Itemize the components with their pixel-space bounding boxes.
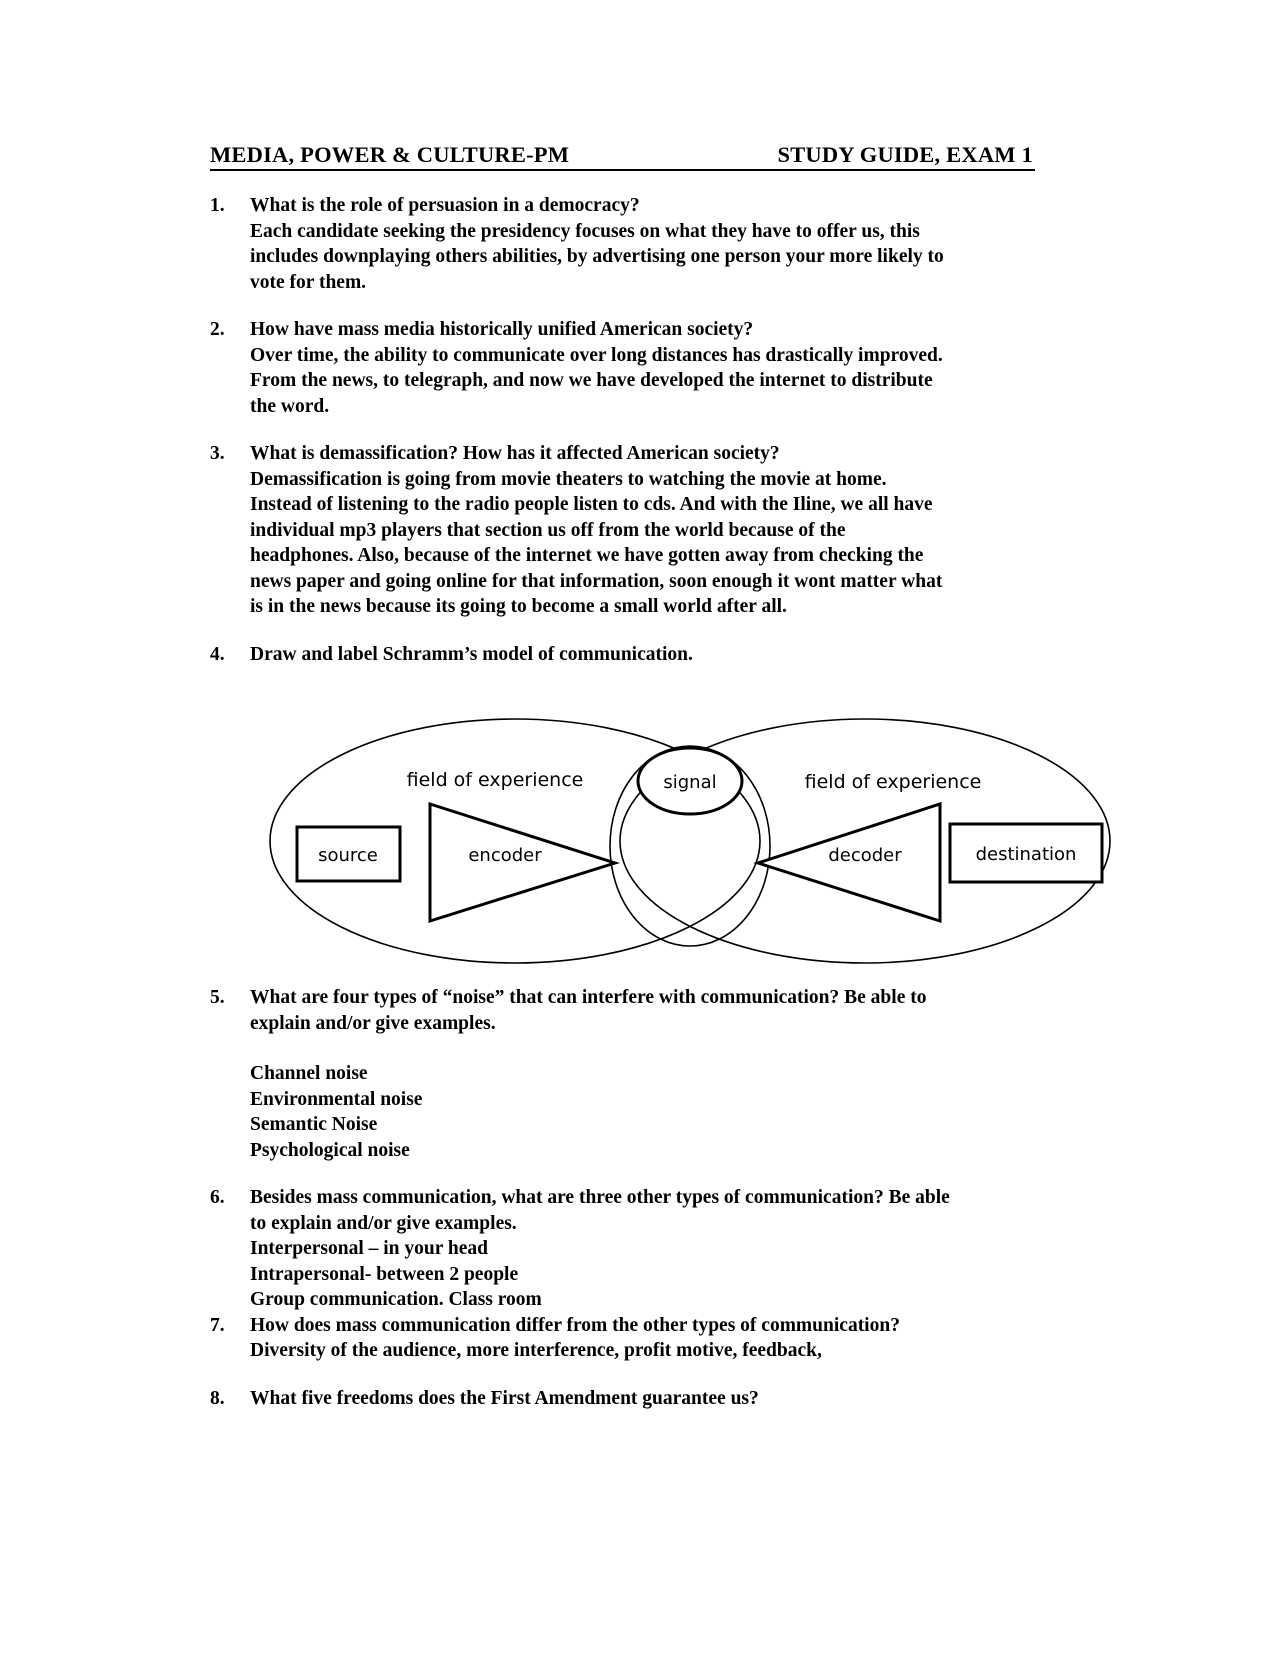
question-prompt-1: What is the role of persuasion in a demo… xyxy=(250,195,640,216)
noise-types-list: Channel noise Environmental noise Semant… xyxy=(250,1061,1045,1163)
question-number-2: 2. xyxy=(210,319,225,340)
noise-type-1: Channel noise xyxy=(250,1063,368,1084)
question-body-5: What are four types of “noise” that can … xyxy=(250,985,1045,1163)
answer-line-3-6: is in the news because its going to beco… xyxy=(250,596,787,617)
question-number-7: 7. xyxy=(210,1314,225,1336)
signal-oval xyxy=(636,746,744,816)
question-prompt-3: What is demassification? How has it affe… xyxy=(250,443,780,464)
question-item-1: 1. What is the role of persuasion in a d… xyxy=(210,193,1045,295)
question-prompt-7: How does mass communication differ from … xyxy=(250,1314,900,1336)
question-body-7: How does mass communication differ from … xyxy=(250,1313,1045,1364)
communication-type-1: Interpersonal – in your head xyxy=(250,1238,488,1259)
question-item-7: 7. How does mass communication differ fr… xyxy=(210,1313,1045,1364)
question-item-3: 3. What is demassification? How has it a… xyxy=(210,441,1045,620)
source-label: source xyxy=(318,845,378,866)
question-item-6: 6. Besides mass communication, what are … xyxy=(210,1185,1045,1313)
destination-label: destination xyxy=(976,844,1077,865)
question-prompt-4: Draw and label Schramm’s model of commun… xyxy=(250,643,693,665)
question-prompt-5-line-2: explain and/or give examples. xyxy=(250,1012,496,1034)
question-item-4: 4. Draw and label Schramm’s model of com… xyxy=(210,642,1045,668)
document-header: MEDIA, POWER & CULTURE-PM STUDY GUIDE, E… xyxy=(210,142,1035,171)
question-number-3: 3. xyxy=(210,443,225,464)
destination-box xyxy=(948,822,1104,884)
source-box xyxy=(295,825,402,883)
decoder-triangle xyxy=(753,801,942,924)
question-prompt-6-line-2: to explain and/or give examples. xyxy=(250,1212,517,1234)
question-number-8: 8. xyxy=(210,1387,225,1409)
question-body-8: What five freedoms does the First Amendm… xyxy=(250,1386,1045,1412)
question-prompt-6-line-1: Besides mass communication, what are thr… xyxy=(250,1187,950,1208)
field-of-experience-right-label: field of experience xyxy=(805,771,982,793)
question-body-4: Draw and label Schramm’s model of commun… xyxy=(250,642,1045,668)
noise-type-2: Environmental noise xyxy=(250,1088,423,1110)
answer-line-1-3: vote for them. xyxy=(250,271,367,293)
communication-types-list: Interpersonal – in your head Intraperson… xyxy=(250,1236,1045,1313)
question-body-1: What is the role of persuasion in a demo… xyxy=(250,193,1045,295)
answer-line-7-1: Diversity of the audience, more interfer… xyxy=(250,1340,822,1361)
question-prompt-2: How have mass media historically unified… xyxy=(250,319,754,340)
signal-circle xyxy=(609,745,771,947)
noise-type-3: Semantic Noise xyxy=(250,1114,378,1135)
question-number-1: 1. xyxy=(210,195,225,216)
encoder-triangle xyxy=(428,801,620,924)
answer-line-3-2: Instead of listening to the radio people… xyxy=(250,494,933,515)
question-item-5: 5. What are four types of “noise” that c… xyxy=(210,985,1045,1163)
noise-type-4: Psychological noise xyxy=(250,1139,410,1161)
question-list: 1. What is the role of persuasion in a d… xyxy=(210,193,1045,667)
answer-line-3-5: news paper and going online for that inf… xyxy=(250,570,943,592)
answer-line-2-2: From the news, to telegraph, and now we … xyxy=(250,370,933,391)
field-of-experience-left-label: field of experience xyxy=(407,769,584,791)
question-body-6: Besides mass communication, what are thr… xyxy=(250,1185,1045,1313)
communication-type-3: Group communication. Class room xyxy=(250,1289,542,1310)
field-of-experience-right-ellipse xyxy=(619,718,1111,964)
encoder-label: encoder xyxy=(468,845,542,866)
question-body-2: How have mass media historically unified… xyxy=(250,317,1045,419)
question-prompt-5-line-1: What are four types of “noise” that can … xyxy=(250,987,927,1008)
answer-line-2-3: the word. xyxy=(250,395,330,417)
signal-label: signal xyxy=(663,772,716,793)
answer-line-3-1: Demassification is going from movie thea… xyxy=(250,468,887,490)
question-item-8: 8. What five freedoms does the First Ame… xyxy=(210,1386,1045,1412)
question-body-3: What is demassification? How has it affe… xyxy=(250,441,1045,620)
schramm-model-diagram: signal field of experience field of expe… xyxy=(250,676,1130,966)
field-of-experience-left-ellipse xyxy=(269,718,761,964)
question-number-5: 5. xyxy=(210,987,225,1008)
question-number-4: 4. xyxy=(210,643,225,665)
answer-line-3-4: headphones. Also, because of the interne… xyxy=(250,545,924,566)
question-list-lower: 5. What are four types of “noise” that c… xyxy=(210,985,1045,1411)
question-prompt-8: What five freedoms does the First Amendm… xyxy=(250,1387,759,1409)
answer-line-3-3: individual mp3 players that section us o… xyxy=(250,519,846,541)
course-title: MEDIA, POWER & CULTURE-PM xyxy=(210,142,570,167)
blank-line xyxy=(250,1036,1045,1061)
answer-line-2-1: Over time, the ability to communicate ov… xyxy=(250,344,943,366)
exam-title: STUDY GUIDE, EXAM 1 xyxy=(777,142,1033,167)
question-item-2: 2. How have mass media historically unif… xyxy=(210,317,1045,419)
question-number-6: 6. xyxy=(210,1187,225,1208)
decoder-label: decoder xyxy=(828,845,902,866)
answer-line-1-1: Each candidate seeking the presidency fo… xyxy=(250,220,920,242)
answer-line-1-2: includes downplaying others abilities, b… xyxy=(250,246,944,267)
communication-type-2: Intrapersonal- between 2 people xyxy=(250,1263,519,1285)
